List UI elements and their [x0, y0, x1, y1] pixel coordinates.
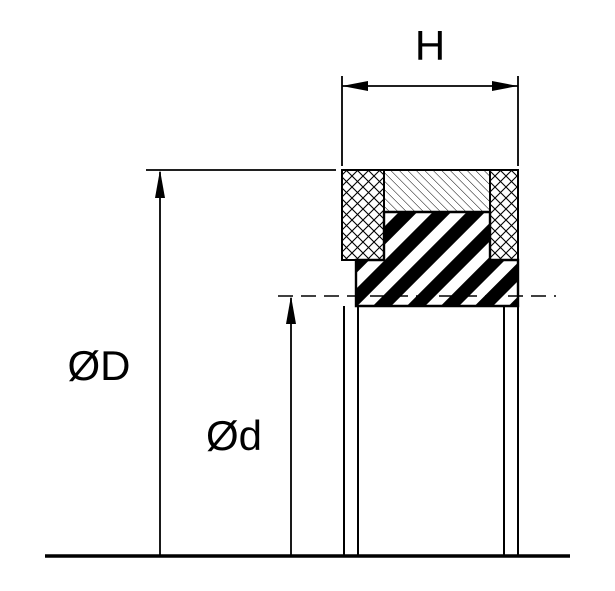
dimension-outer-diameter: ØD	[68, 169, 336, 556]
dimension-label-h: H	[415, 22, 445, 69]
seal-part	[341, 169, 520, 308]
bore-wall-lines	[343, 306, 519, 556]
right-wall-crosshatch-section	[489, 169, 519, 261]
energizer-fine-hatch-section	[383, 169, 491, 213]
h-arrowhead-left-icon	[342, 81, 368, 91]
dimension-label-id: Ød	[206, 412, 262, 459]
dimension-groove-width: H	[341, 22, 519, 166]
left-wall-crosshatch-section	[341, 169, 385, 261]
h-arrowhead-right-icon	[492, 81, 518, 91]
id-arrowhead-up-icon	[286, 296, 296, 324]
od-arrowhead-up-icon	[155, 170, 165, 198]
dimension-inner-diameter: Ød	[206, 296, 296, 556]
dimension-label-od: ØD	[68, 342, 131, 389]
